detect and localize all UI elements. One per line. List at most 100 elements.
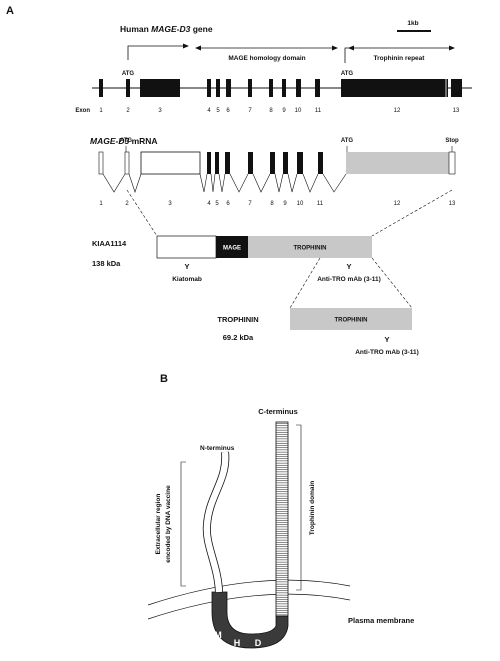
svg-text:1: 1: [99, 108, 103, 114]
svg-text:6: 6: [226, 201, 230, 207]
extracellular-label-1: Extracellular region: [155, 494, 162, 555]
svg-text:9: 9: [282, 108, 286, 114]
homology-arrow-left: [195, 45, 201, 51]
gene-exon-1: [99, 79, 103, 97]
troph-box: [290, 308, 412, 330]
homology-arrow-right: [332, 45, 338, 51]
gene-exon-3: [140, 79, 180, 97]
svg-text:H: H: [234, 638, 241, 648]
kiaa-mage-box: [216, 236, 248, 258]
anti-tro-antibody-icon-1: Y: [346, 262, 351, 271]
svg-text:12: 12: [394, 108, 401, 114]
kiaa-proj-left: [126, 189, 158, 237]
svg-text:2: 2: [125, 201, 129, 207]
svg-text:4: 4: [207, 108, 211, 114]
gene-atg-1: ATG: [122, 71, 135, 77]
mrna-stop: Stop: [445, 138, 459, 144]
gene-exon-12: [341, 79, 448, 97]
trophinin-domain-column: [275, 421, 289, 617]
gene-exon-8: [269, 79, 273, 97]
extracellular-bracket: [180, 461, 186, 587]
svg-text:1: 1: [99, 201, 103, 207]
gene-exon-5: [216, 79, 220, 97]
gene-title: Human MAGE-D3 gene: [120, 24, 213, 34]
anti-tro-antibody-icon-2: Y: [384, 335, 389, 344]
plasma-membrane-label: Plasma membrane: [348, 616, 414, 625]
panel-a-letter: A: [6, 5, 14, 17]
svg-text:2: 2: [126, 108, 130, 114]
anti-tro-label-2: Anti-TRO mAb (3-11): [355, 349, 419, 356]
gene-exons: [99, 79, 462, 97]
gene-exon-9: [282, 79, 286, 97]
gene-atg-2: ATG: [341, 71, 354, 77]
anti-tro-label-1: Anti-TRO mAb (3-11): [317, 276, 381, 283]
start-arrow: [127, 45, 185, 60]
trophinin-repeat-arrow: [344, 47, 452, 63]
kiaa-trophinin-label: TROPHININ: [294, 246, 327, 252]
exon-row-label: Exon: [75, 108, 90, 114]
gene-exon-7: [248, 79, 252, 97]
svg-text:3: 3: [168, 201, 172, 207]
trophinin-arrow-right: [449, 45, 455, 51]
scale-label: 1kb: [407, 20, 418, 27]
svg-text:D: D: [255, 638, 262, 648]
svg-text:12: 12: [394, 201, 401, 207]
mrna-exons: [98, 151, 456, 175]
svg-text:10: 10: [295, 108, 302, 114]
svg-text:13: 13: [453, 108, 460, 114]
svg-text:9: 9: [283, 201, 287, 207]
gene-exon-10: [296, 79, 301, 97]
panel-b-letter: B: [160, 373, 168, 385]
svg-text:11: 11: [317, 201, 324, 207]
svg-text:13: 13: [449, 201, 456, 207]
svg-text:M: M: [214, 630, 222, 640]
troph-box-label: TROPHININ: [335, 318, 368, 324]
gene-exon-13: [451, 79, 462, 97]
svg-text:3: 3: [158, 108, 162, 114]
svg-text:8: 8: [269, 108, 273, 114]
extracellular-label-2: encoded by DNA vaccine: [165, 485, 172, 563]
trophinin-domain-label: Trophinin domain: [309, 481, 316, 536]
svg-text:4: 4: [207, 201, 211, 207]
svg-text:11: 11: [315, 108, 322, 114]
svg-text:10: 10: [297, 201, 304, 207]
mrna-atg-2: ATG: [341, 138, 354, 144]
troph-proj-left: [289, 257, 321, 309]
plasma-membrane: [147, 579, 351, 620]
mhd-letters: M H D: [214, 630, 262, 648]
trophinin-domain-bracket: [296, 424, 302, 591]
start-arrow-head: [183, 43, 189, 49]
trophinin-arrow-left: [348, 45, 354, 51]
troph-mass: 69.2 kDa: [223, 333, 254, 342]
kiaa-proj-right: [371, 189, 453, 237]
kiaa-name: KIAA1114: [92, 239, 127, 248]
splice-lines: [102, 173, 347, 193]
kiaa-mass: 138 kDa: [92, 259, 121, 268]
gene-exon-numbers: 1 2 3 4 5 6 7 8 9 10 11 12 13: [99, 108, 460, 114]
svg-text:5: 5: [215, 201, 219, 207]
svg-text:6: 6: [226, 108, 230, 114]
gene-exon-6: [226, 79, 231, 97]
svg-text:7: 7: [248, 201, 252, 207]
c-terminus-label: C-terminus: [258, 407, 298, 416]
n-terminus-label: N-terminus: [200, 445, 235, 452]
mrna-exon-numbers: 1 2 3 4 5 6 7 8 9 10 11 12 13: [99, 201, 456, 207]
gene-exon-11: [315, 79, 320, 97]
mage-box-label: MAGE: [223, 246, 241, 252]
kiatomab-label: Kiatomab: [172, 276, 202, 283]
mrna-atg-1: ATG: [120, 138, 133, 144]
trophinin-repeat-label: Trophinin repeat: [374, 55, 426, 62]
troph-proj-right: [371, 257, 413, 309]
svg-text:5: 5: [216, 108, 220, 114]
homology-label: MAGE homology domain: [228, 55, 305, 62]
troph-name: TROPHININ: [217, 315, 258, 324]
gene-exon-2: [126, 79, 130, 97]
kiatomab-antibody-icon: Y: [184, 262, 189, 271]
gene-exon-4: [207, 79, 211, 97]
mrna-title: MAGE-D3 mRNA: [90, 136, 158, 146]
n-terminal-strand: [203, 451, 229, 593]
kiaa-trophinin-box: [248, 236, 372, 258]
kiaa-nterm-box: [156, 235, 217, 259]
